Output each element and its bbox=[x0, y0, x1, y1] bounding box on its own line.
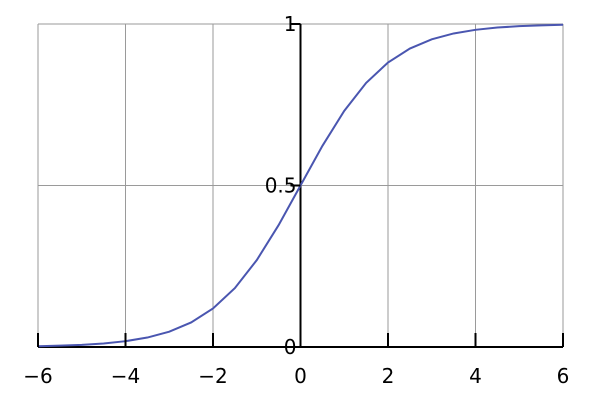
x-tick-label: −6 bbox=[23, 364, 52, 388]
x-tick-label: −2 bbox=[198, 364, 227, 388]
x-tick-label: 4 bbox=[469, 364, 482, 388]
y-tick-label: 1 bbox=[284, 12, 297, 36]
y-tick-label: 0.5 bbox=[265, 174, 297, 198]
x-tick-label: −4 bbox=[111, 364, 140, 388]
y-axis-ticks: 00.51 bbox=[265, 12, 301, 359]
x-tick-label: 2 bbox=[382, 364, 395, 388]
x-axis-ticks: −6 −4 −2 0 2 4 6 bbox=[23, 333, 569, 388]
x-tick-label: 6 bbox=[557, 364, 570, 388]
y-tick-label: 0 bbox=[284, 335, 297, 359]
x-tick-label: 0 bbox=[294, 364, 307, 388]
